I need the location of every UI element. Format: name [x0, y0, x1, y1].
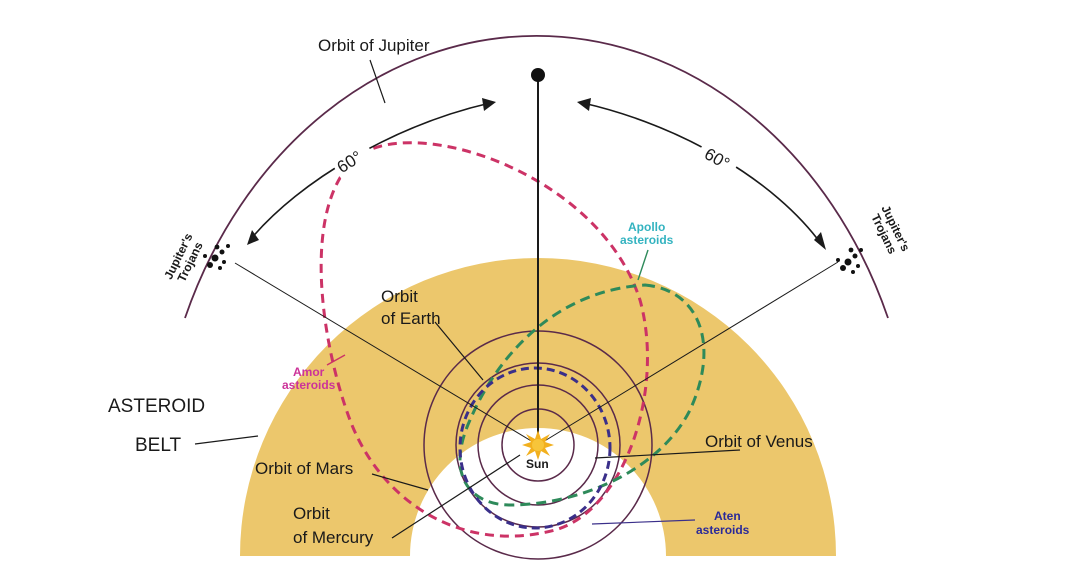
jupiter-dot-icon: [531, 68, 545, 82]
leader-venus: [594, 449, 741, 459]
leader-mercury: [391, 454, 521, 539]
label-aten-1: Aten: [714, 509, 741, 523]
label-mars: Orbit of Mars: [255, 459, 353, 478]
amor-asteroid-orbit: [319, 141, 649, 538]
arrowhead-right-bottom: [814, 232, 826, 250]
label-mercury-2: of Mercury: [293, 528, 374, 547]
label-mercury-1: Orbit: [293, 504, 330, 523]
sun-icon: [522, 430, 554, 460]
label-venus: Orbit of Venus: [705, 432, 813, 451]
angle-arrow-left: [249, 102, 491, 241]
label-earth-1: Orbit: [381, 287, 418, 306]
label-belt-1: ASTEROID: [108, 396, 205, 417]
arrowhead-left-bottom: [247, 230, 259, 245]
arrowhead-right-top: [577, 98, 591, 111]
label-amor-2: asteroids: [282, 378, 336, 392]
leader-jupiter: [369, 59, 386, 104]
jupiter-orbit: [184, 35, 889, 319]
leader-apollo: [637, 249, 649, 281]
sun-trojans-left-line: [234, 262, 539, 446]
label-orbit-jupiter: Orbit of Jupiter: [318, 36, 430, 55]
arrowhead-left-top: [482, 98, 496, 111]
leader-mars: [371, 473, 429, 491]
leader-belt: [194, 435, 259, 445]
label-aten-2: asteroids: [696, 523, 750, 537]
label-sun: Sun: [526, 457, 549, 471]
label-amor-1: Amor: [293, 365, 325, 379]
label-apollo-2: asteroids: [620, 233, 674, 247]
asteroid-cluster-icon: [836, 247, 863, 274]
leader-aten: [591, 519, 696, 525]
angle-arrow-right: [582, 102, 823, 246]
label-apollo-1: Apollo: [628, 220, 665, 234]
aten-asteroid-orbit: [458, 366, 612, 530]
leader-amor: [326, 354, 346, 366]
sun-trojans-right-line: [537, 261, 839, 446]
label-earth-2: of Earth: [381, 309, 441, 328]
asteroid-cluster-icon: [203, 244, 230, 270]
apollo-asteroid-orbit: [458, 283, 706, 507]
label-belt-2: BELT: [135, 435, 182, 456]
leader-earth: [434, 321, 484, 381]
